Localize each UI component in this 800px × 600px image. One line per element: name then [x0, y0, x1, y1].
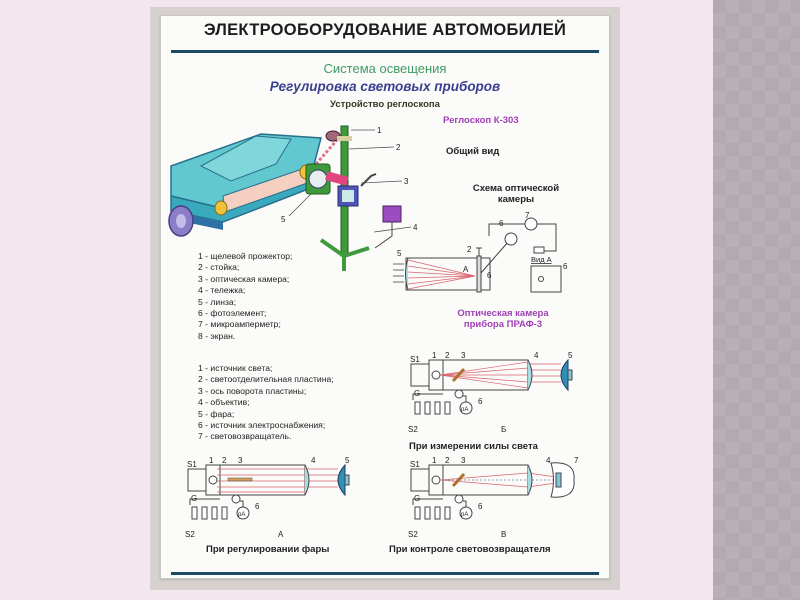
svg-text:5: 5 [281, 215, 286, 224]
svg-text:S1: S1 [410, 460, 420, 469]
legend-item: 2 - светоотделительная пластина; [198, 374, 334, 385]
mode-b-letter: Б [501, 425, 506, 434]
svg-text:6: 6 [563, 262, 568, 271]
arrow-a-label: A [463, 265, 469, 274]
optical-scheme-label: Схема оптической камеры [472, 183, 560, 205]
svg-text:5: 5 [345, 456, 350, 465]
legend-item: 3 - ось поворота пластины; [198, 385, 307, 396]
legend-item: 1 - щелевой прожектор; [198, 251, 293, 261]
svg-text:G: G [414, 389, 420, 398]
legend-item: 5 - линза; [198, 296, 237, 307]
legend-praf: 1 - источник света; 2 - светоотделительн… [198, 363, 334, 443]
svg-text:2: 2 [396, 143, 401, 152]
diagrams: 1 2 3 4 5 [168, 125, 579, 539]
svg-text:1: 1 [377, 126, 382, 135]
svg-text:1: 1 [432, 456, 437, 465]
svg-text:G: G [414, 494, 420, 503]
view-a-label: Вид А [531, 255, 552, 264]
svg-text:3: 3 [238, 456, 243, 465]
legend-item: 6 - источник электроснабжения; [198, 420, 326, 431]
slide-side-pattern [713, 0, 800, 600]
svg-text:5: 5 [397, 249, 402, 258]
svg-text:5: 5 [568, 351, 573, 360]
schematic-body: pA S1 G S2 [408, 355, 573, 434]
svg-text:2: 2 [445, 351, 450, 360]
legend-item: 5 - фара; [198, 408, 235, 419]
legend-item: 6 - фотоэлемент; [198, 308, 267, 319]
svg-text:pA: pA [461, 407, 468, 413]
title-rule [171, 50, 599, 53]
svg-text:2: 2 [467, 245, 472, 254]
svg-text:6: 6 [478, 502, 483, 511]
svg-text:pA: pA [238, 512, 245, 518]
general-view-label: Общий вид [446, 146, 500, 157]
svg-text:7: 7 [574, 456, 579, 465]
bottom-rule [171, 572, 599, 575]
svg-text:7: 7 [525, 211, 530, 220]
device-name: Реглоскоп К-303 [443, 115, 519, 126]
svg-text:S2: S2 [408, 530, 418, 539]
legend-item: 7 - световозвращатель. [198, 431, 292, 442]
caption-mode-b: При измерении силы света [409, 441, 538, 452]
svg-text:pA: pA [461, 512, 468, 518]
system-subtitle: Система освещения [323, 61, 447, 76]
praf-label-1: Оптическая камера [457, 308, 549, 319]
svg-text:S1: S1 [187, 460, 197, 469]
svg-text:6: 6 [487, 271, 492, 280]
svg-text:1: 1 [209, 456, 214, 465]
svg-text:3: 3 [461, 351, 466, 360]
legend-k303: 1 - щелевой прожектор; 2 - стойка; 3 - о… [198, 251, 292, 342]
praf-label-2: прибора ПРАФ-3 [463, 319, 543, 330]
mode-v-letter: В [501, 530, 506, 539]
legend-item: 1 - источник света; [198, 363, 273, 373]
caption-mode-a: При регулировании фары [206, 544, 330, 555]
svg-text:4: 4 [311, 456, 316, 465]
legend-item: 7 - микроамперметр; [198, 319, 281, 330]
caption-mode-v: При контроле световозвращателя [389, 544, 551, 555]
svg-text:6: 6 [255, 502, 260, 511]
svg-text:4: 4 [413, 223, 418, 232]
svg-text:3: 3 [404, 177, 409, 186]
svg-text:2: 2 [222, 456, 227, 465]
svg-text:6: 6 [499, 219, 504, 228]
svg-text:S2: S2 [408, 425, 418, 434]
regloscope-illustration [305, 125, 402, 271]
svg-text:1: 1 [432, 351, 437, 360]
svg-text:6: 6 [478, 397, 483, 406]
svg-text:3: 3 [461, 456, 466, 465]
optical-camera-scheme: A 5 2 6 6 7 6 Вид А [393, 211, 568, 293]
svg-text:G: G [191, 494, 197, 503]
legend-item: 3 - оптическая камера; [198, 273, 290, 284]
legend-item: 8 - экран. [198, 330, 236, 341]
legend-item: 2 - стойка; [198, 262, 240, 273]
legend-item: 4 - объектив; [198, 397, 250, 408]
general-view-callouts: 1 2 3 4 5 [281, 126, 418, 233]
section-subtitle: Устройство реглоскопа [330, 99, 440, 110]
svg-text:S1: S1 [410, 355, 420, 364]
legend-item: 4 - тележка; [198, 285, 246, 296]
poster: ЭЛЕКТРООБОРУДОВАНИЕ АВТОМОБИЛЕЙ Система … [160, 15, 610, 579]
svg-text:4: 4 [534, 351, 539, 360]
topic-subtitle: Регулировка световых приборов [269, 79, 501, 94]
poster-title: ЭЛЕКТРООБОРУДОВАНИЕ АВТОМОБИЛЕЙ [203, 21, 567, 39]
svg-text:S2: S2 [185, 530, 195, 539]
svg-text:4: 4 [546, 456, 551, 465]
mode-a-letter: А [278, 530, 284, 539]
svg-text:2: 2 [445, 456, 450, 465]
